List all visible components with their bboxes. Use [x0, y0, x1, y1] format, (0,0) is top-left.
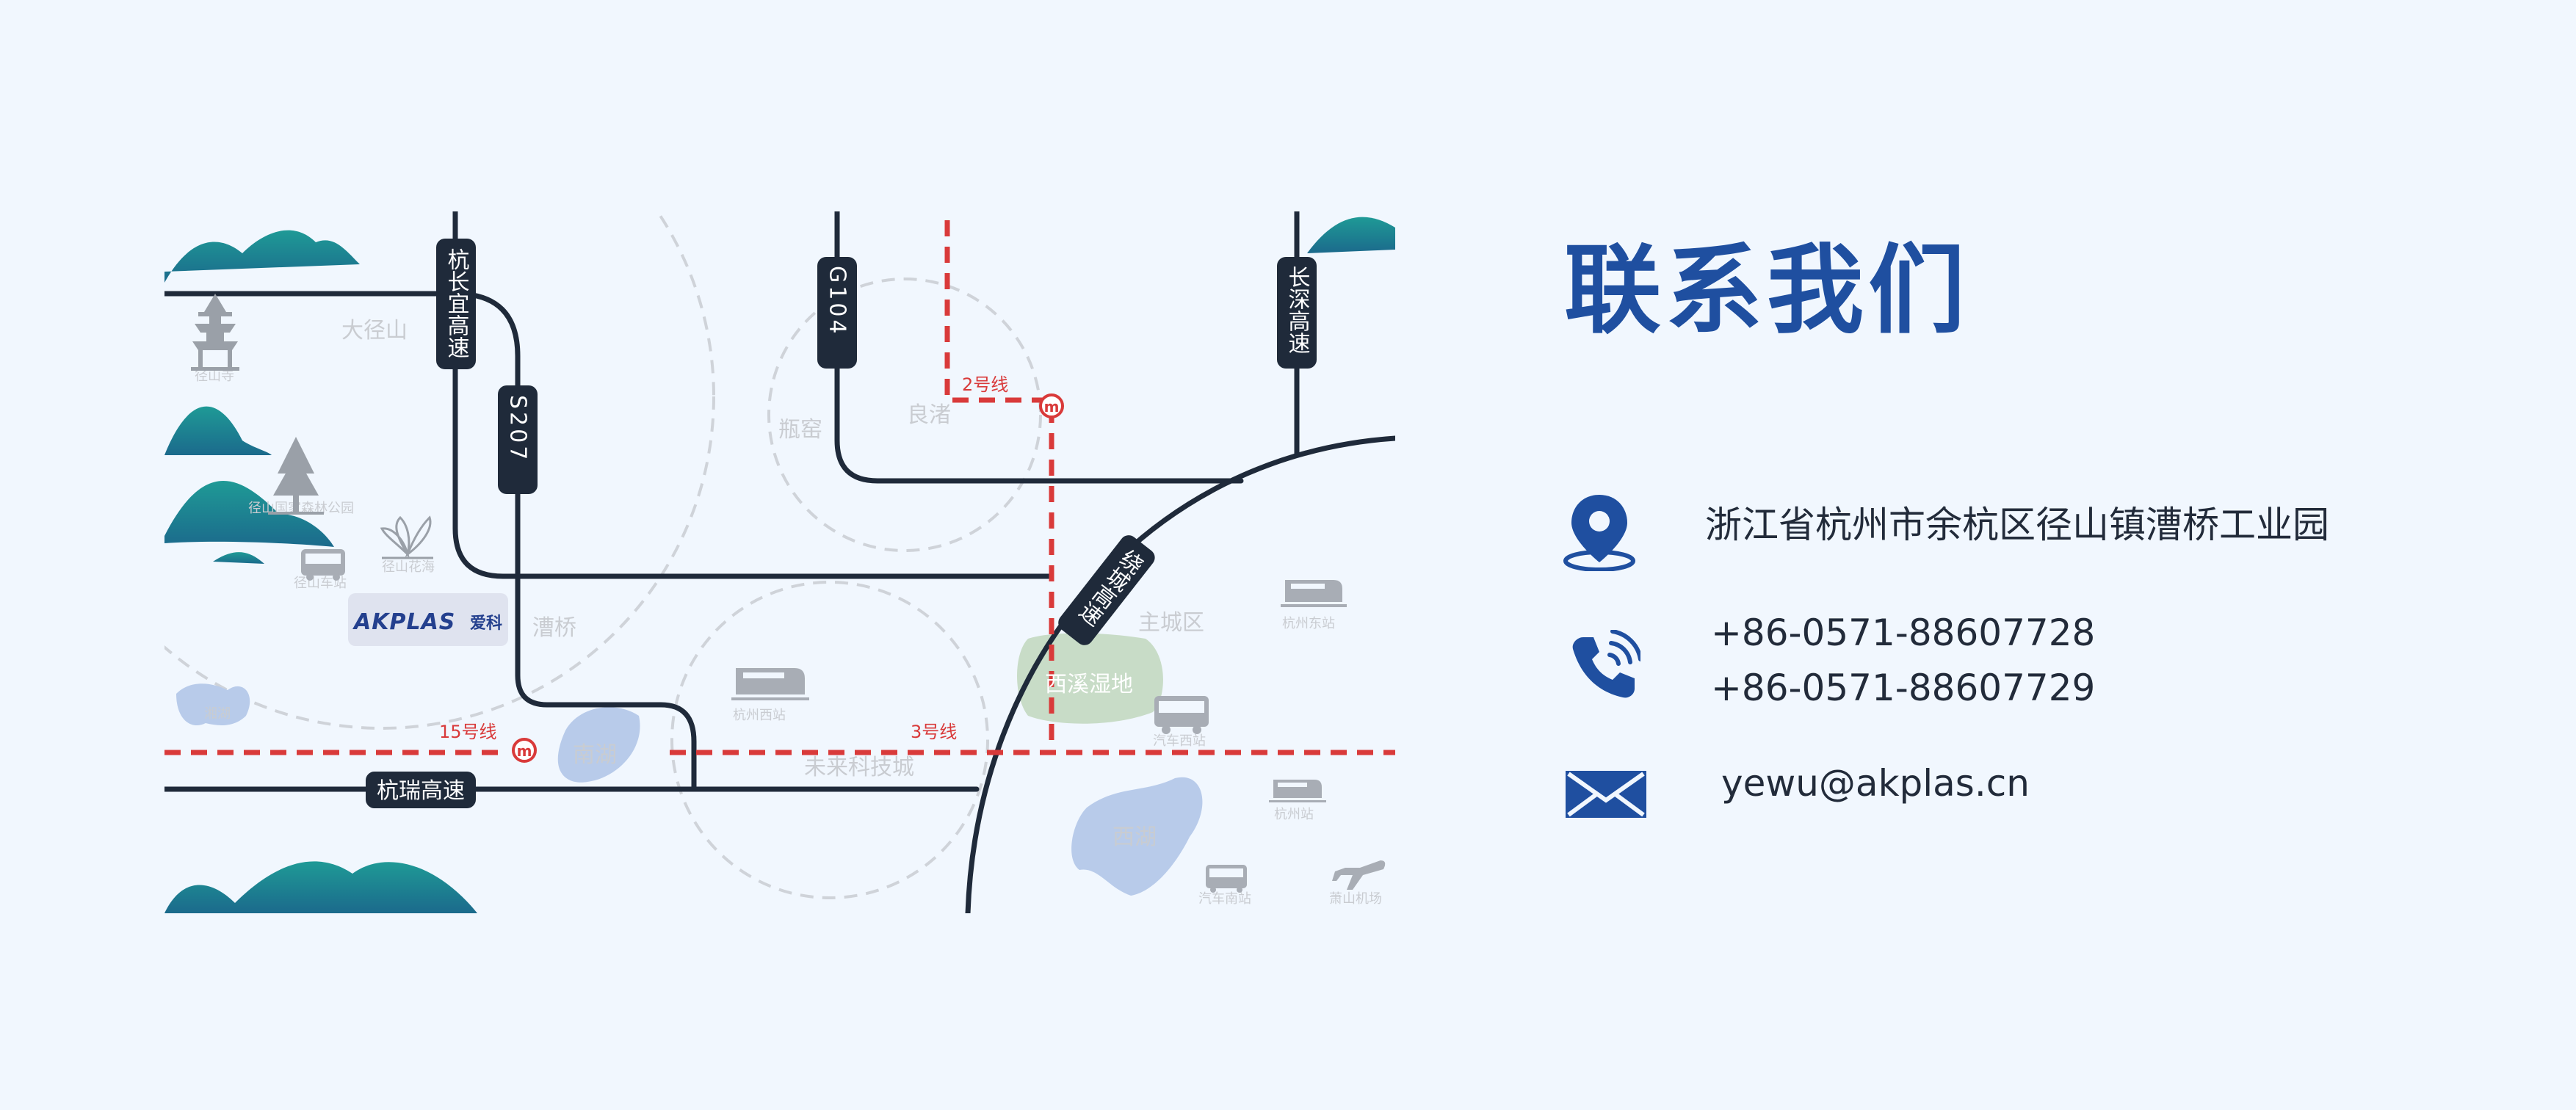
metro-label-2: 2号线: [962, 374, 1008, 395]
road-badge-hangrui: 杭瑞高速: [366, 772, 476, 808]
road-badge-g104: G104: [817, 257, 857, 369]
road-badge-s207: S207: [498, 385, 538, 494]
metro-icon: m: [1039, 393, 1064, 418]
svg-text:m: m: [1044, 398, 1060, 416]
location-pin-icon: [1563, 495, 1635, 571]
email-link[interactable]: yewu@akplas.cn: [1721, 762, 2030, 805]
bus-icon: [301, 549, 345, 581]
label-caoqiao: 漕桥: [532, 615, 576, 641]
airplane-icon: [1332, 860, 1386, 890]
svg-text:杭瑞高速: 杭瑞高速: [377, 778, 465, 804]
lakes: [176, 683, 1203, 896]
metro-lines: [164, 220, 1395, 755]
metro-label-3: 3号线: [911, 722, 957, 742]
train-icon: [1281, 580, 1347, 607]
svg-text:杭州东站: 杭州东站: [1282, 616, 1335, 631]
svg-text:m: m: [517, 742, 532, 760]
train-icon: [1269, 780, 1326, 802]
label-pingyao: 瓶窑: [778, 417, 822, 443]
contact-title: 联系我们: [1564, 234, 1969, 347]
tree-icon: [268, 437, 324, 515]
roads: [164, 211, 1395, 913]
bus-icon: [1154, 696, 1209, 734]
svg-text:长深高速: 长深高速: [1284, 266, 1310, 354]
pagoda-icon: [191, 294, 239, 371]
svg-text:杭州西站: 杭州西站: [733, 708, 786, 723]
label-nanhu: 南湖: [573, 742, 617, 768]
metro-label-15: 15号线: [439, 722, 497, 742]
place-labels: 大径山 瓶窑 良渚 漕桥 南湖 未来科技城 主城区 西湖: [341, 318, 1204, 850]
bus-icon: [1206, 865, 1247, 893]
phone-number-2[interactable]: +86-0571-88607729: [1711, 667, 2096, 709]
phone-number-1[interactable]: +86-0571-88607728: [1711, 612, 2096, 654]
svg-text:G104: G104: [825, 266, 850, 337]
poi-labels: 径山寺 径山国家森林公园 径山花海 径山车站 杭州西站 杭州东站 汽车西站 杭州…: [195, 369, 1382, 907]
svg-text:汽车南站: 汽车南站: [1198, 891, 1251, 907]
phone-icon: [1572, 630, 1640, 698]
label-dajingshan: 大径山: [341, 318, 408, 344]
train-icon: [731, 668, 809, 700]
label-west-lake: 西湖: [1112, 824, 1157, 850]
svg-text:杭州站: 杭州站: [1274, 807, 1314, 822]
svg-text:AKPLAS: AKPLAS: [352, 609, 455, 635]
svg-text:径山车站: 径山车站: [294, 576, 347, 591]
svg-text:杭长宜高速: 杭长宜高速: [444, 248, 470, 358]
svg-text:萧山机场: 萧山机场: [1329, 891, 1382, 907]
label-xixi: 西溪湿地: [1045, 672, 1133, 697]
flower-icon: [380, 515, 433, 559]
svg-text:汽车西站: 汽车西站: [1153, 733, 1206, 749]
label-liangzhu: 良渚: [907, 402, 951, 428]
mountain-decorations: [164, 217, 1395, 913]
label-main-city: 主城区: [1138, 610, 1204, 636]
road-badge-changshen: 长深高速: [1277, 257, 1317, 369]
svg-text:径山寺: 径山寺: [195, 369, 234, 384]
district-circles: [164, 211, 1042, 899]
label-future-city: 未来科技城: [804, 755, 914, 780]
svg-text:径山花海: 径山花海: [382, 559, 435, 575]
metro-icon: m: [512, 738, 537, 763]
mail-icon: [1566, 771, 1646, 818]
svg-text:湘湖: 湘湖: [204, 706, 231, 722]
svg-text:S207: S207: [505, 395, 531, 462]
area-map: m m 2号线 15号线 3号线 杭长宜高速 S207 G104 长深高速: [164, 211, 1395, 913]
svg-text:爱科: 爱科: [470, 614, 502, 633]
address-text: 浙江省杭州市余杭区径山镇漕桥工业园: [1705, 504, 2329, 546]
road-badge-hangchang: 杭长宜高速: [436, 239, 476, 369]
brand-logo: AKPLAS 爱科: [348, 593, 508, 646]
